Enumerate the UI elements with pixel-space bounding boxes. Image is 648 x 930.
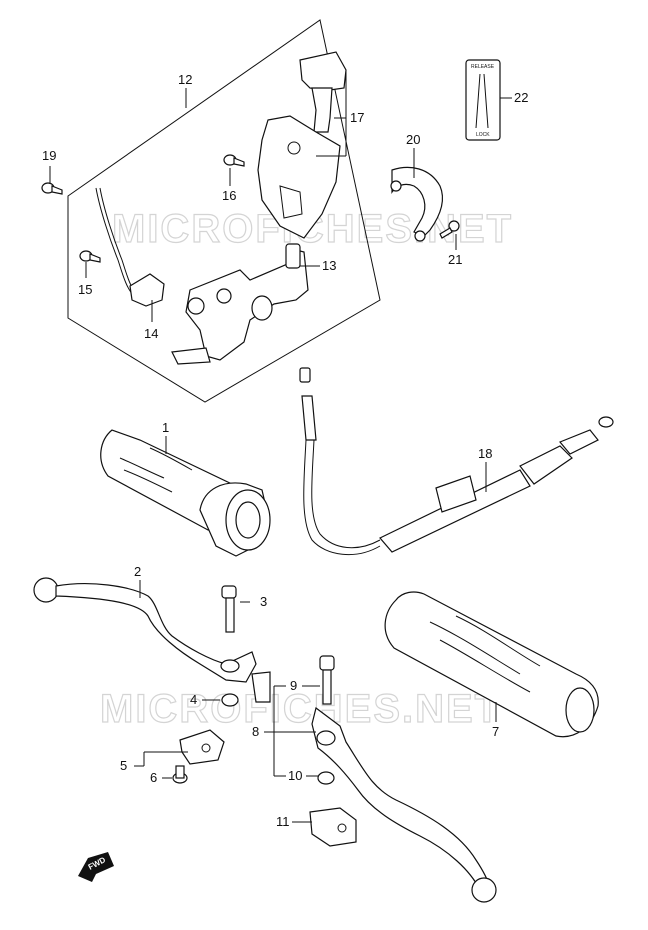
callout-19: 19 — [42, 148, 56, 163]
callout-12: 12 — [178, 72, 192, 87]
watermark-bottom: MICROFICHES.NET — [100, 687, 501, 731]
callout-20: 20 — [406, 132, 420, 147]
part-1-left-grip[interactable] — [100, 429, 271, 557]
callout-14: 14 — [144, 326, 158, 341]
part-9-pivot-bolt[interactable] — [319, 655, 335, 705]
callout-10: 10 — [288, 768, 302, 783]
callout-labels: 12 17 19 16 13 15 14 20 21 22 1 18 2 3 9… — [42, 72, 528, 829]
callout-2: 2 — [134, 564, 141, 579]
part-17-choke-knob[interactable] — [257, 51, 347, 239]
callout-5: 5 — [120, 758, 127, 773]
callout-6: 6 — [150, 770, 157, 785]
part-14-kill-switch[interactable] — [95, 187, 165, 307]
part-22-label-bottom: LOCK — [476, 132, 490, 138]
callout-1: 1 — [162, 420, 169, 435]
part-15-screw[interactable] — [79, 250, 101, 263]
callout-22: 22 — [514, 90, 528, 105]
part-22-label-plate[interactable]: RELEASE LOCK — [465, 59, 501, 141]
callout-15: 15 — [78, 282, 92, 297]
part-4-nut[interactable] — [221, 693, 239, 707]
switch-assembly-box — [67, 19, 381, 403]
callout-17: 17 — [350, 110, 364, 125]
callout-8: 8 — [252, 724, 259, 739]
callout-11: 11 — [276, 814, 290, 829]
callout-9: 9 — [290, 678, 297, 693]
callout-13: 13 — [322, 258, 336, 273]
callout-3: 3 — [260, 594, 267, 609]
part-13-switch-body[interactable] — [171, 243, 309, 365]
part-18-throttle-cable[interactable] — [299, 367, 614, 556]
part-19-screw[interactable] — [41, 182, 63, 195]
callout-7: 7 — [492, 724, 499, 739]
part-7-right-grip[interactable] — [384, 591, 599, 738]
part-5-switch[interactable] — [179, 729, 225, 765]
part-11-brake-switch[interactable] — [309, 807, 357, 847]
leader-lines — [49, 70, 512, 823]
part-6-screw[interactable] — [172, 765, 188, 784]
fwd-arrow-icon: FWD — [78, 852, 114, 882]
part-16-screw[interactable] — [223, 154, 245, 167]
part-3-pivot-bolt[interactable] — [221, 585, 237, 633]
part-20-cable-clamp[interactable] — [390, 166, 443, 242]
part-10-nut[interactable] — [317, 771, 335, 785]
part-21-screw[interactable] — [439, 220, 460, 239]
callout-21: 21 — [448, 252, 462, 267]
callout-16: 16 — [222, 188, 236, 203]
part-8-right-lever[interactable] — [311, 706, 497, 903]
callout-18: 18 — [478, 446, 492, 461]
part-22-label-top: RELEASE — [471, 64, 495, 70]
part-2-left-lever[interactable] — [33, 577, 271, 703]
callout-4: 4 — [190, 692, 197, 707]
